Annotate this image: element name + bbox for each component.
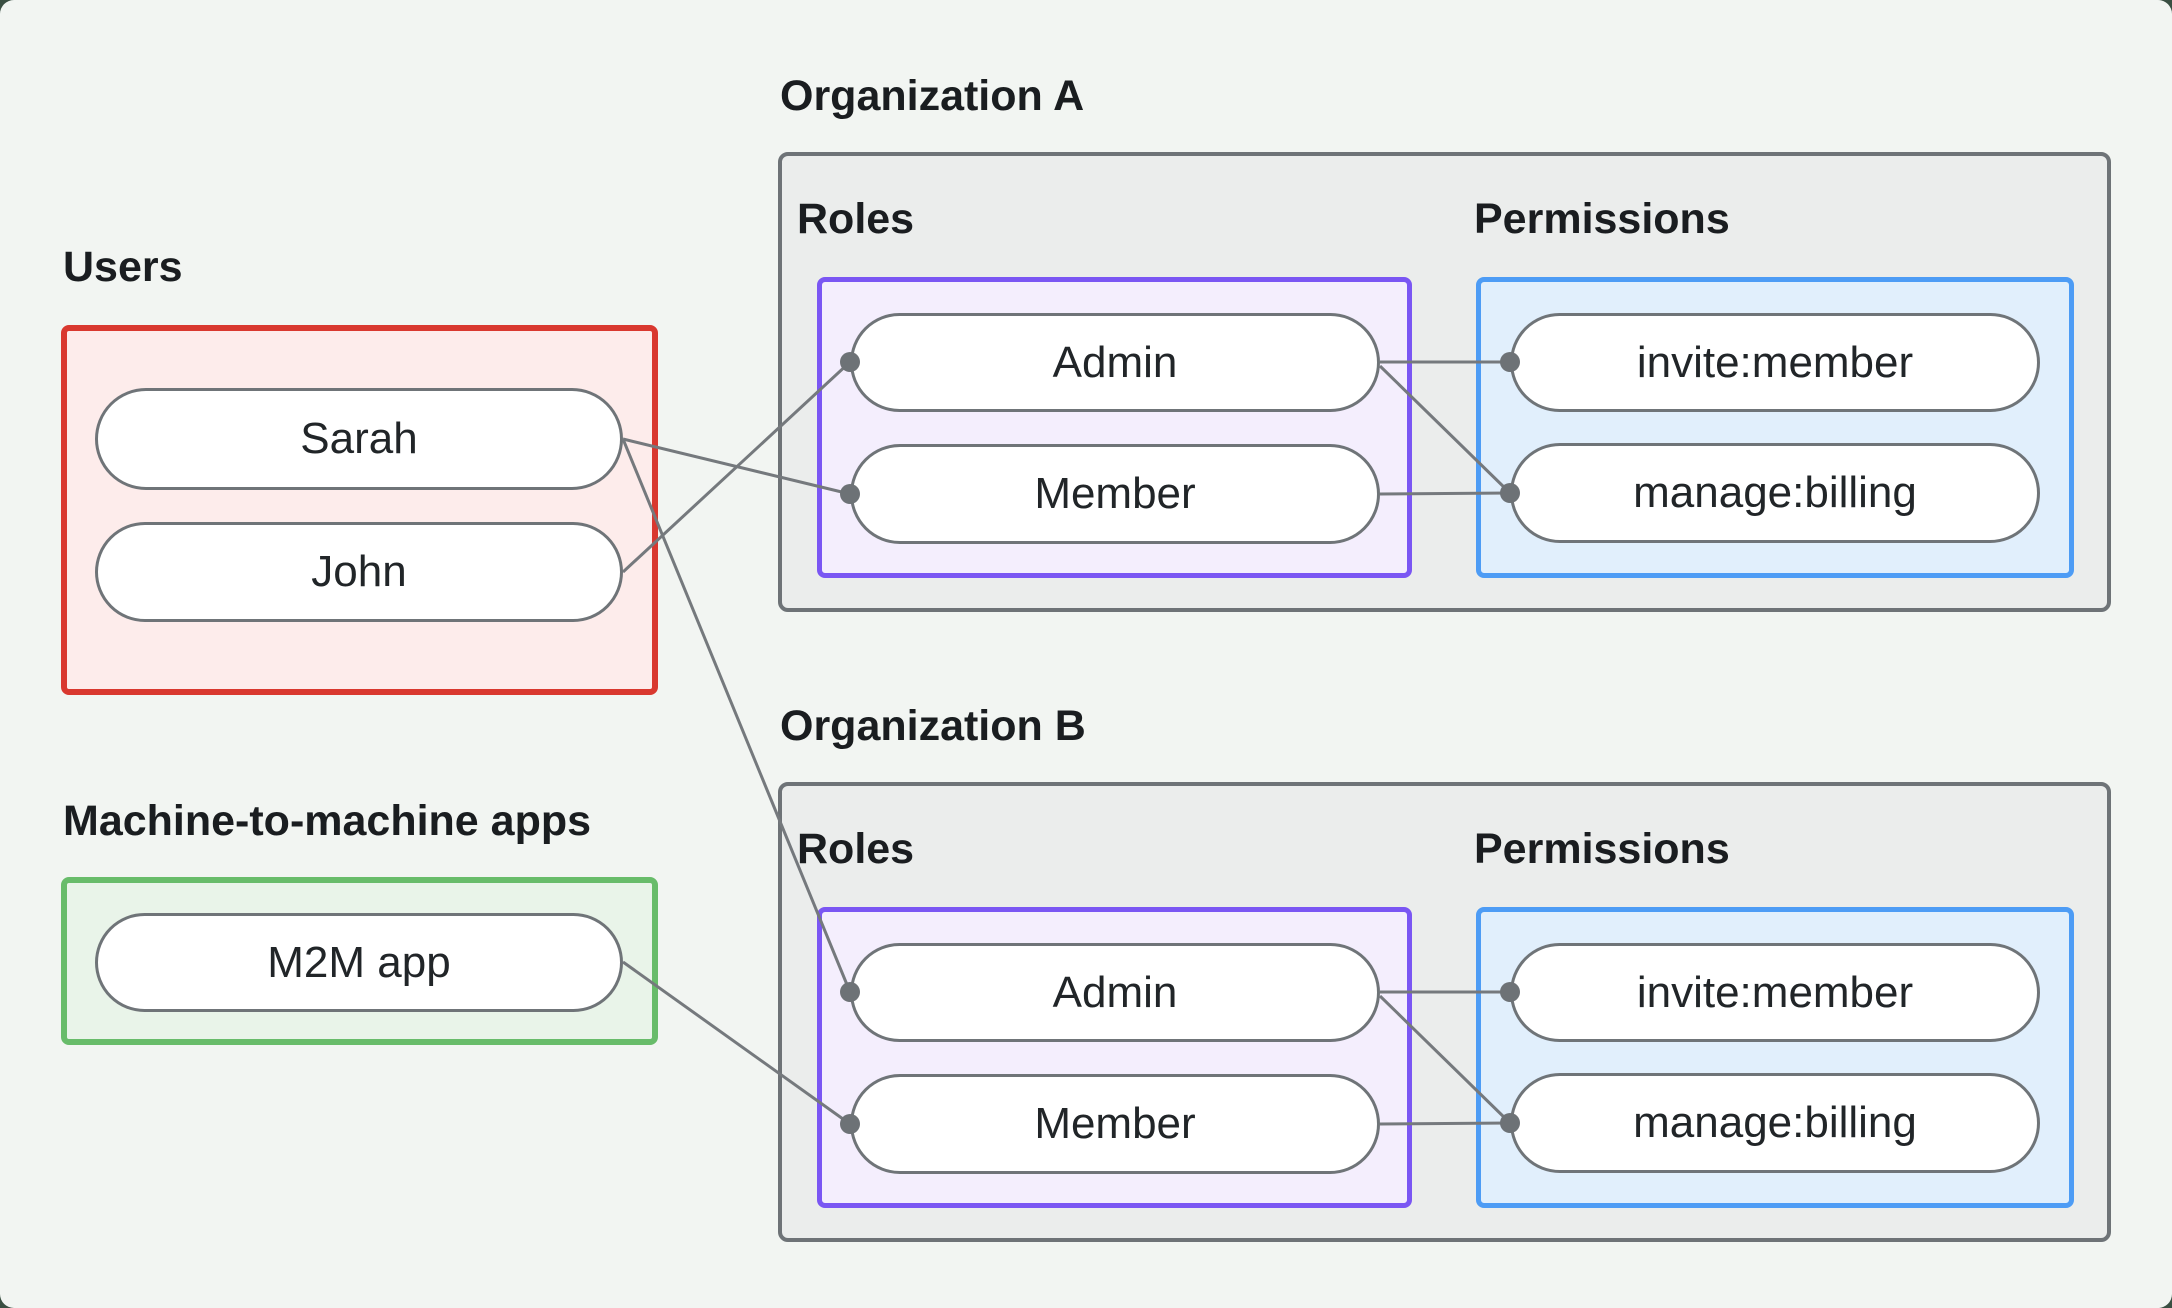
org-b-role-member-label: Member (1034, 1099, 1196, 1148)
org-a-roles-label: Roles (797, 195, 915, 243)
org-a-title: Organization A (780, 72, 1085, 120)
org-a-permission-manage-billing-label: manage:billing (1633, 468, 1917, 517)
org-a-role-admin-label: Admin (1052, 337, 1178, 387)
user-node-john-label: John (311, 547, 407, 596)
org-a-permission-invite-member: invite:member (1510, 313, 2040, 412)
users-group-box (61, 325, 658, 695)
org-b-title: Organization B (780, 702, 1086, 750)
org-b-permissions-label: Permissions (1474, 825, 1730, 873)
org-b-permission-manage-billing-label: manage:billing (1633, 1098, 1917, 1147)
org-a-permissions-label: Permissions (1474, 195, 1730, 243)
org-b-role-admin-label: Admin (1052, 967, 1178, 1017)
org-a-role-member: Member (850, 444, 1380, 544)
org-a-permission-manage-billing: manage:billing (1510, 443, 2040, 543)
m2m-group-label: Machine-to-machine apps (63, 797, 592, 845)
org-b-permission-invite-member: invite:member (1510, 943, 2040, 1042)
org-a-role-member-label: Member (1034, 469, 1196, 518)
org-b-permission-manage-billing: manage:billing (1510, 1073, 2040, 1173)
org-a-permission-invite-member-label: invite:member (1636, 337, 1914, 387)
org-b-permission-invite-member-label: invite:member (1636, 967, 1914, 1017)
user-node-sarah: Sarah (95, 388, 623, 490)
m2m-app-node: M2M app (95, 913, 623, 1012)
user-node-sarah-label: Sarah (300, 414, 418, 463)
org-b-roles-label: Roles (797, 825, 915, 873)
m2m-app-node-label: M2M app (267, 937, 451, 987)
org-b-role-member: Member (850, 1074, 1380, 1174)
org-a-role-admin: Admin (850, 313, 1380, 412)
users-group-label: Users (63, 243, 183, 291)
user-node-john: John (95, 522, 623, 622)
org-b-role-admin: Admin (850, 943, 1380, 1042)
